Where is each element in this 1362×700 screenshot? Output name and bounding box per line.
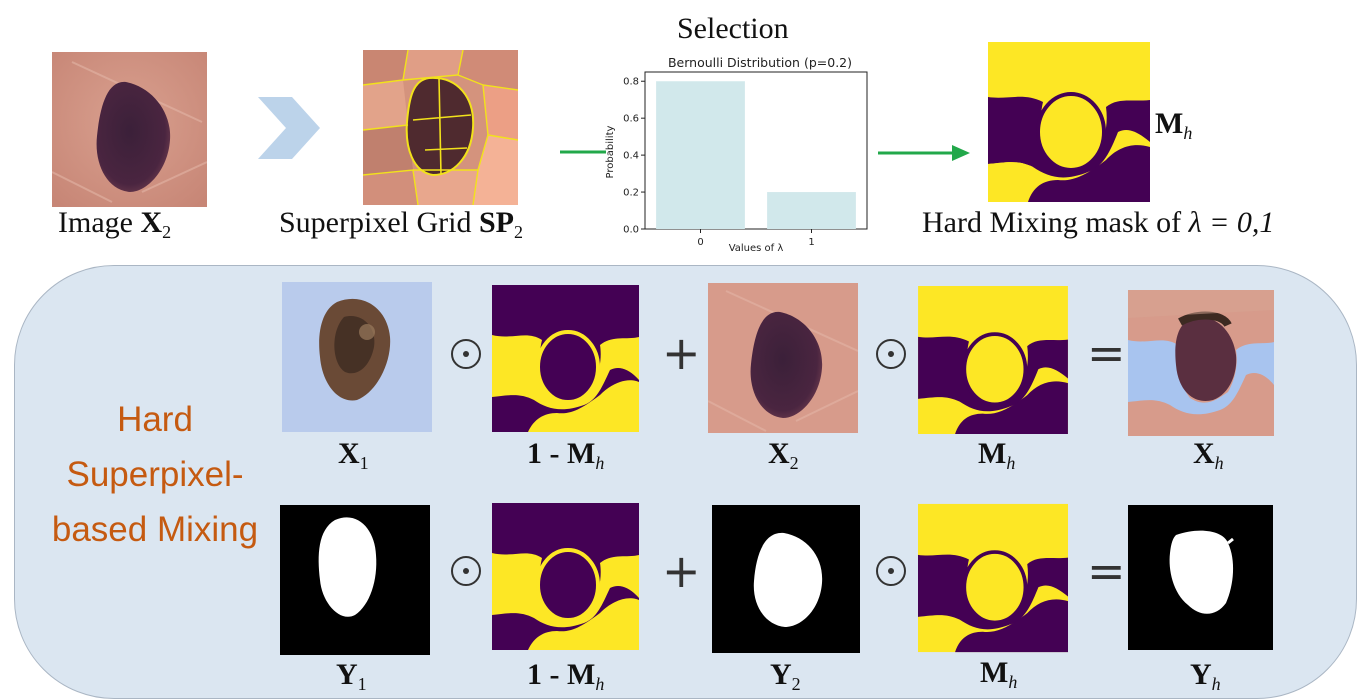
mask-mh-label: Mh	[978, 437, 1016, 473]
equals-operator: =	[1087, 326, 1126, 380]
xh-label: Xh	[1193, 437, 1224, 473]
mask-mh-image	[918, 286, 1068, 434]
superpixel-grid-image	[363, 50, 518, 205]
x1-label: X1	[338, 437, 369, 473]
x2-label: X2	[768, 437, 799, 473]
chart-x-tick-label: 1	[808, 237, 814, 248]
chart-x-tick-label: 0	[697, 237, 703, 248]
label-mask-y1	[280, 505, 430, 655]
plus-operator: +	[662, 326, 701, 380]
grid-caption: Superpixel Grid SP2	[279, 206, 523, 242]
bernoulli-bar-chart: Bernoulli Distribution (p=0.2) 0.0 0.2 0.4…	[605, 55, 868, 254]
chevron-right-icon	[258, 97, 320, 159]
chart-bar-1	[767, 192, 856, 229]
inverse-mask-label: 1 - Mh	[527, 658, 605, 694]
skin-image-x1	[282, 282, 432, 432]
y2-label: Y2	[770, 658, 801, 694]
inverse-mask-label: 1 - Mh	[527, 437, 605, 473]
chart-y-label: Probability	[605, 125, 616, 178]
arrow-right-icon	[560, 150, 606, 154]
chart-y-tick-label: 0.8	[623, 77, 639, 88]
mask-mh-image	[918, 503, 1068, 653]
skin-image-x2	[708, 283, 858, 433]
chart-y-tick-label: 0.2	[623, 188, 639, 199]
yh-label: Yh	[1190, 658, 1221, 694]
label-mask-yh	[1128, 505, 1273, 650]
image-caption: Image X2	[58, 206, 172, 242]
mask-caption: Hard Mixing mask of λ = 0,1	[922, 206, 1275, 239]
chart-y-tick-label: 0.6	[623, 114, 639, 125]
hadamard-product-icon	[451, 339, 481, 369]
mixed-image-xh	[1128, 290, 1274, 436]
arrow-right-icon	[878, 145, 970, 161]
hadamard-product-icon	[451, 556, 481, 586]
chart-x-label: Values of λ	[729, 243, 784, 254]
mask-mh-image	[988, 42, 1150, 202]
skin-image-x2	[52, 52, 207, 207]
chart-y-tick-label: 0.0	[623, 225, 639, 236]
hadamard-product-icon	[876, 339, 906, 369]
chart-bar-0	[656, 81, 745, 229]
equals-operator: =	[1087, 544, 1126, 598]
chart-y-tick-label: 0.4	[623, 151, 639, 162]
inverse-mask-image	[492, 503, 639, 650]
mask-mh-label: Mh	[1155, 107, 1193, 143]
mask-mh-label: Mh	[980, 656, 1018, 692]
panel-title: Hard Superpixel- based Mixing	[51, 400, 259, 549]
inverse-mask-image	[492, 285, 639, 432]
plus-operator: +	[662, 544, 701, 598]
chart-frame	[644, 71, 868, 230]
hadamard-product-icon	[876, 556, 906, 586]
chart-title: Bernoulli Distribution (p=0.2)	[668, 55, 852, 70]
selection-label: Selection	[677, 12, 789, 45]
label-mask-y2	[712, 505, 860, 653]
y1-label: Y1	[336, 658, 367, 694]
